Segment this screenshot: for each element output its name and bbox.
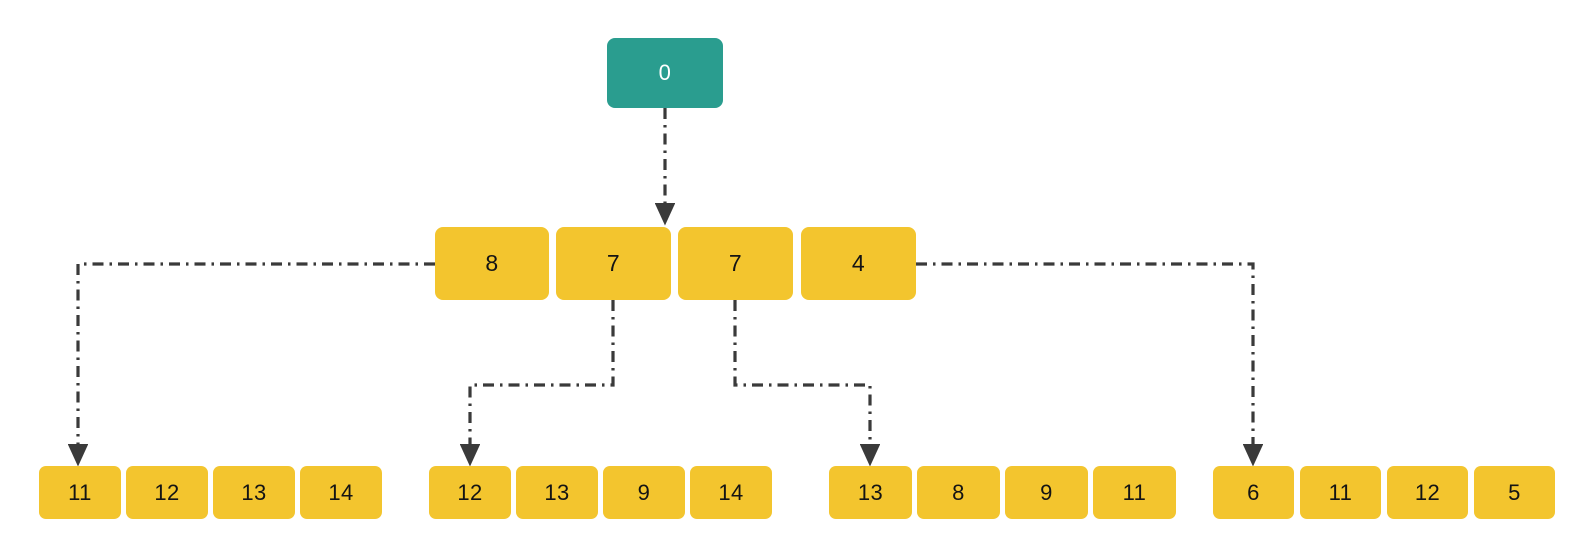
leaf-group-3-node-4: 11 [1093, 466, 1176, 519]
leaf-group-4-node-1: 6 [1213, 466, 1294, 519]
leaf-group-4-node-2: 11 [1300, 466, 1381, 519]
leaf-group-2-node-3: 9 [603, 466, 685, 519]
edge-node7a-to-group2-arrow [459, 300, 615, 467]
leaf-group-3-node-1: 13 [829, 466, 912, 519]
edge-node7b-to-group3-arrow [733, 300, 881, 467]
level1-node-3: 7 [678, 227, 793, 300]
leaf-group-2-node-1: 12 [429, 466, 511, 519]
leaf-group-3-node-2: 8 [917, 466, 1000, 519]
edge-node4-to-group4-arrow [916, 262, 1264, 467]
leaf-group-1-node-1: 11 [39, 466, 121, 519]
leaf-group-4-node-4: 5 [1474, 466, 1555, 519]
leaf-group-1-node-3: 13 [213, 466, 295, 519]
level1-node-4: 4 [801, 227, 916, 300]
leaf-group-3-node-3: 9 [1005, 466, 1088, 519]
level1-node-2: 7 [556, 227, 671, 300]
leaf-group-4-node-3: 12 [1387, 466, 1468, 519]
leaf-group-2-node-2: 13 [516, 466, 598, 519]
leaf-group-1-node-2: 12 [126, 466, 208, 519]
leaf-group-2-node-4: 14 [690, 466, 772, 519]
leaf-group-1-node-4: 14 [300, 466, 382, 519]
level1-node-1: 8 [435, 227, 549, 300]
root-node: 0 [607, 38, 723, 108]
edge-node8-to-group1-arrow [67, 262, 435, 467]
